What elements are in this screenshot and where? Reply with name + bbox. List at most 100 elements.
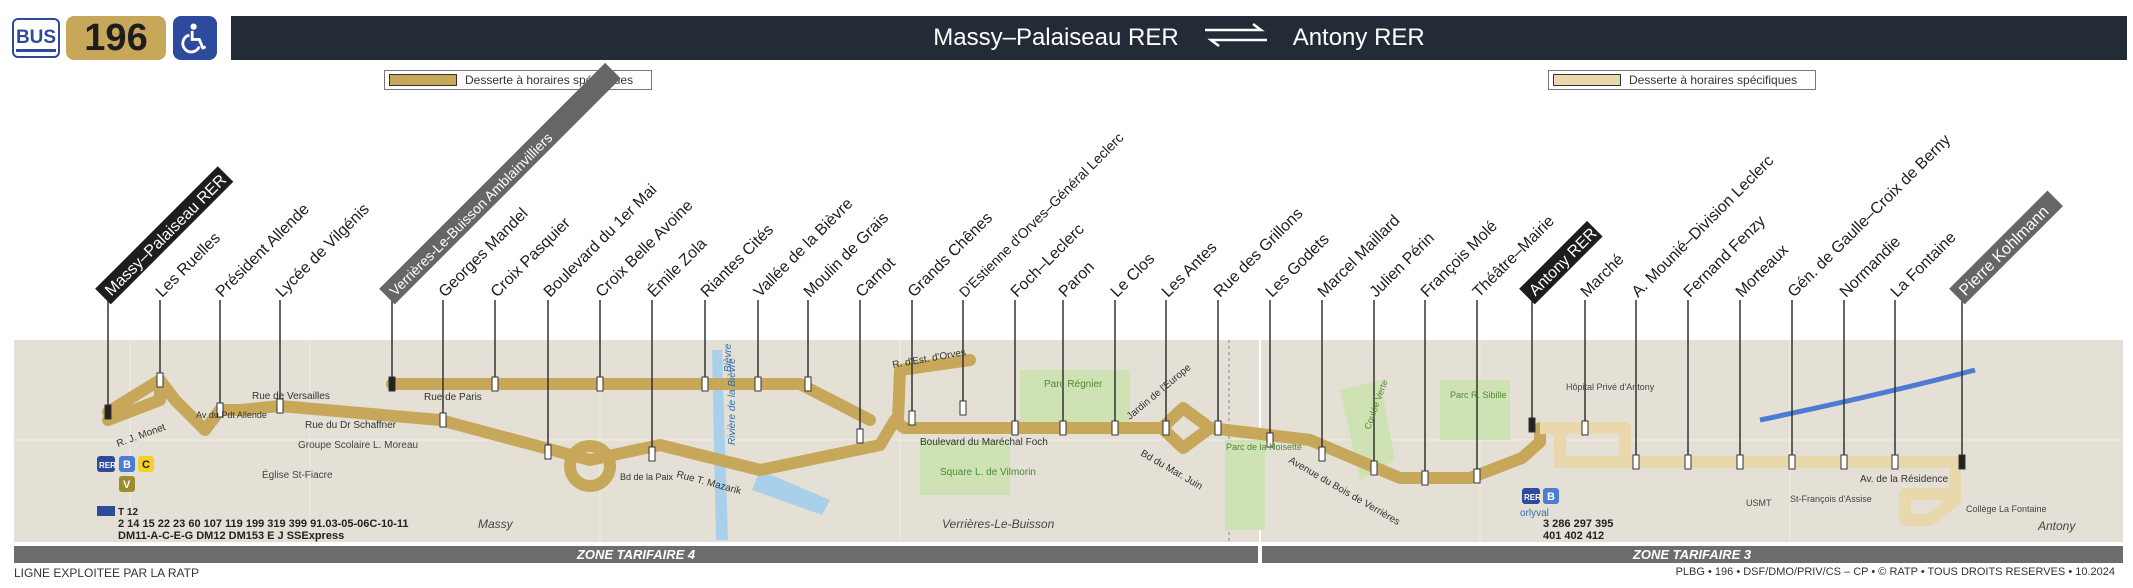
stop-marker — [1891, 454, 1899, 470]
footer-credits: PLBG • 196 • DSF/DMO/PRIV/CS – CP • © RA… — [1675, 566, 2115, 578]
rer-badge — [1522, 488, 1540, 504]
stop-marker — [1370, 460, 1378, 476]
massy-connections: RER B C V T 12 2 14 15 22 23 60 107 119 … — [97, 456, 409, 542]
route-header-bar: Massy–Palaiseau RER Antony RER — [231, 16, 2127, 60]
terminus-marker — [1528, 417, 1536, 433]
line-v-badge — [119, 476, 135, 492]
street-label: Rue de Paris — [424, 392, 482, 403]
terminus-label-bg — [1519, 220, 1603, 305]
rer-c-badge — [138, 456, 154, 472]
wheelchair-icon — [173, 16, 217, 60]
square-vilmorin — [920, 440, 1010, 495]
bus-connections: 401 402 412 — [1543, 530, 1604, 542]
terminus-marker — [104, 404, 112, 420]
route-path-specific-hours — [1540, 422, 1961, 526]
stop-marker — [1011, 420, 1019, 436]
stop-marker — [1840, 454, 1848, 470]
commune-label: Antony — [2037, 519, 2076, 533]
stop-marker — [276, 398, 284, 414]
legend-label-light: Desserte à horaires spécifiques — [1629, 73, 1798, 87]
rer-b-label: B — [1547, 491, 1555, 503]
orlyval-label: orlyval — [1520, 508, 1549, 519]
stop-marker — [1788, 454, 1796, 470]
terminus-label-bg — [1949, 190, 2063, 305]
terminus-label-bg — [379, 62, 621, 305]
stop-marker — [216, 402, 224, 418]
stop-marker — [1632, 454, 1640, 470]
stop-marker — [1581, 420, 1589, 436]
stop-marker — [1421, 470, 1429, 486]
stop-name: La Fontaine — [1888, 229, 1960, 301]
stop-marker — [596, 376, 604, 392]
place-label: Hôpital Privé d'Antony — [1566, 382, 1655, 392]
stop-marker — [1111, 420, 1119, 436]
two-way-arrows-icon — [1201, 20, 1271, 57]
place-label: Groupe Scolaire L. Moreau — [298, 440, 418, 451]
stop-marker — [959, 400, 967, 416]
stop-marker — [1318, 446, 1326, 462]
stop-marker — [1473, 468, 1481, 484]
place-label: USMT — [1746, 498, 1772, 508]
stop-marker — [856, 428, 864, 444]
zone-bar-4 — [14, 546, 1258, 563]
place-label: St-François d'Assise — [1790, 494, 1872, 504]
stop-marker — [1162, 420, 1170, 436]
park-label: Parc R. Sibille — [1450, 390, 1507, 400]
rer-badge-label: RER — [99, 461, 116, 470]
rer-b-badge — [119, 456, 135, 472]
legend-swatch-light — [1553, 74, 1621, 86]
stop-name: Paron — [1056, 259, 1098, 301]
stop-name: Les Antes — [1159, 239, 1221, 301]
route-origin: Massy–Palaiseau RER — [933, 24, 1179, 51]
rer-c-label: C — [142, 459, 150, 471]
stop-marker — [804, 376, 812, 392]
stop-marker — [1266, 432, 1274, 448]
stop-marker — [156, 372, 164, 388]
bus-mode-badge: BUS — [12, 18, 60, 58]
stop-name: Marché — [1578, 251, 1628, 301]
stop-marker — [439, 412, 447, 428]
stop-marker — [1684, 454, 1692, 470]
stop-name: Croix Belle Avoine — [593, 197, 697, 301]
legend-specific-hours-light: Desserte à horaires spécifiques — [1548, 70, 1816, 90]
route-loop-antony — [1554, 428, 1625, 468]
stop-marker — [1214, 420, 1222, 436]
rer-b-label: B — [123, 459, 131, 471]
lake — [752, 470, 830, 515]
stop-marker — [648, 446, 656, 462]
antony-connections: RER B 3 286 297 395 401 402 412 — [1522, 488, 1613, 542]
map-grid — [14, 340, 2123, 542]
street-label: Av du Pdt Allende — [196, 410, 267, 420]
roundabout — [564, 440, 616, 492]
bievre-river — [712, 350, 728, 540]
stop-marker — [1736, 454, 1744, 470]
street-label: Av. de la Résidence — [1860, 474, 1948, 485]
stop-marker — [908, 410, 916, 426]
park-regnier — [1020, 370, 1130, 425]
commune-label: Massy — [478, 517, 514, 531]
footer-operator: LIGNE EXPLOITEE PAR LA RATP — [14, 566, 199, 580]
terminus-marker — [1958, 454, 1966, 470]
rer-b-line — [1759, 367, 1976, 423]
park-label: Parc de la Noisette — [1226, 442, 1302, 452]
bus-connections: 3 286 297 395 — [1543, 518, 1613, 530]
place-labels: Groupe Scolaire L. Moreau Église St-Fiac… — [262, 378, 2076, 533]
terminus-marker — [388, 376, 396, 392]
park-sibille — [1440, 380, 1510, 440]
street-label: Rue de Versailles — [252, 391, 330, 402]
legend-swatch-dark — [389, 74, 457, 86]
stop-name: Grands Chênes — [905, 210, 996, 301]
park-label: Square L. de Vilmorin — [940, 467, 1036, 478]
bus-connections: DM11-A-C-E-G DM12 DM153 E J SSExpress — [118, 530, 344, 542]
stop-name: Carnot — [853, 254, 899, 300]
rer-badge-label: RER — [1524, 493, 1541, 502]
stop-marker — [754, 376, 762, 392]
line-number-badge: 196 — [66, 16, 166, 60]
street-label: Rue du Dr Schaffner — [305, 420, 397, 431]
stop-name: Pierre Kohlmann — [1956, 203, 2052, 299]
place-label: Église St-Fiacre — [262, 468, 333, 481]
park-label: Parc Régnier — [1044, 379, 1103, 390]
street-label: Boulevard du Maréchal Foch — [920, 437, 1048, 448]
river-label: Bièvre — [723, 343, 734, 372]
